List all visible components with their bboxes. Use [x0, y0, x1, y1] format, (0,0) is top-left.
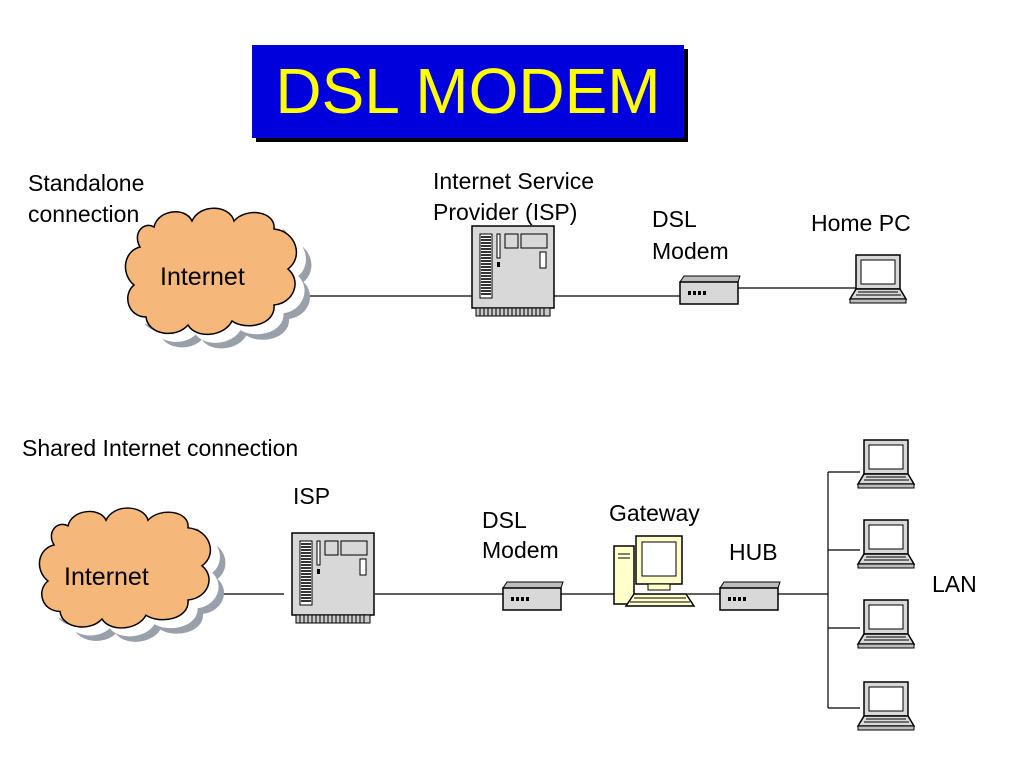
- gateway-pc-icon: [613, 535, 695, 607]
- page-title: DSL MODEM: [275, 55, 661, 127]
- home-pc-laptop-icon: [849, 254, 907, 304]
- isp-server-icon-bottom: [291, 532, 375, 624]
- isp-label-line1: Internet Service: [433, 168, 595, 194]
- internet-label-top: Internet: [160, 263, 245, 291]
- home-pc-label: Home PC: [811, 210, 911, 236]
- dsl-modem-icon-bottom: [502, 581, 564, 611]
- hub-label: HUB: [729, 539, 778, 565]
- standalone-label-line1: Standalone: [28, 170, 145, 196]
- lan-label: LAN: [932, 571, 977, 597]
- lan-laptop-icon-1: [857, 439, 915, 489]
- modem-label-bottom-line2: Modem: [482, 537, 559, 563]
- hub-icon: [719, 581, 781, 611]
- isp-server-icon-top: [471, 225, 555, 317]
- internet-label-bottom: Internet: [64, 563, 149, 591]
- shared-connection-label: Shared Internet connection: [22, 435, 299, 461]
- modem-label-bottom-line1: DSL: [482, 507, 527, 533]
- isp-label-line2: Provider (ISP): [433, 199, 578, 225]
- standalone-label-line2: connection: [28, 201, 140, 227]
- gateway-label: Gateway: [609, 500, 700, 526]
- lan-laptop-icon-2: [857, 519, 915, 569]
- connection-lines: [207, 287, 860, 709]
- modem-label-top-line2: Modem: [652, 238, 729, 264]
- lan-laptop-icon-4: [857, 681, 915, 731]
- dsl-modem-icon-top: [679, 275, 741, 305]
- isp-label-bottom: ISP: [293, 483, 331, 509]
- title-banner: DSL MODEM: [252, 45, 684, 138]
- lan-laptop-icon-3: [857, 599, 915, 649]
- modem-label-top-line1: DSL: [652, 206, 697, 232]
